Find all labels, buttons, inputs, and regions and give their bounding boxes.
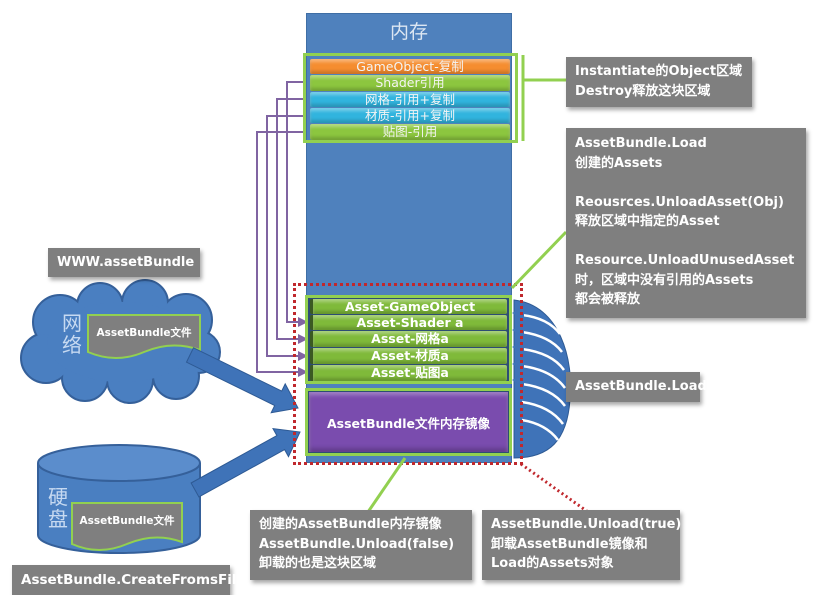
callout-line: Instantiate的Object区域 (575, 64, 743, 79)
callout-line: AssetBundle.Load (575, 136, 707, 151)
callout-line: Reousrces.UnloadAsset(Obj) (575, 194, 784, 210)
callout-line: 卸载AssetBundle镜像和 (491, 536, 648, 552)
network-label-char: 网 (62, 311, 82, 335)
unload-unused-paragraph: Resource.UnloadUnusedAsset 时，区域中没有引用的Ass… (575, 251, 797, 310)
disk-file-doc (71, 502, 183, 551)
unload-true-callout: AssetBundle.Unload(true) 卸载AssetBundle镜像… (482, 510, 682, 580)
object-item-material: 材质-引用+复制 (310, 108, 510, 123)
material-reference-line (266, 115, 310, 357)
mesh-reference-line (276, 98, 310, 340)
disk-label-char: 硬 (48, 485, 68, 509)
disk-label-char: 盘 (48, 507, 68, 531)
callout-line: Destroy释放这块区域 (575, 83, 711, 99)
object-item-shader: Shader引用 (310, 75, 510, 91)
disk-label: 硬 盘 (46, 486, 70, 530)
unload-asset-paragraph: Reousrces.UnloadAsset(Obj) 释放区域中指定的Asset (575, 193, 797, 232)
unload-false-callout: 创建的AssetBundle内存镜像 AssetBundle.Unload(fa… (250, 510, 472, 580)
unload-true-region (293, 283, 523, 465)
object-item-gameobject: GameObject-复制 (310, 59, 510, 74)
callout-line: 都会被释放 (575, 292, 641, 307)
unload-true-connector (520, 462, 589, 514)
disk-file-label: AssetBundle文件 (79, 515, 175, 527)
network-label: 网 络 (60, 312, 84, 356)
callout-line: 创建的AssetBundle内存镜像 (259, 517, 442, 532)
object-item-texture: 贴图-引用 (310, 124, 510, 140)
callout-line: 释放区域中指定的Asset (575, 214, 720, 229)
create-from-file-callout: AssetBundle.CreateFromsFile (12, 565, 246, 595)
bundle-mirror-label: AssetBundle文件内存镜像 (326, 415, 491, 431)
callout-line: AssetBundle.Unload(false) (259, 536, 455, 552)
object-item-mesh: 网格-引用+复制 (310, 92, 510, 107)
network-file-label: AssetBundle文件 (96, 327, 192, 339)
asset-item-gameobject: Asset-GameObject (310, 299, 507, 314)
load-callout: AssetBundle.Load (566, 372, 707, 402)
asset-item-mesh: Asset-网格a (310, 331, 507, 347)
callout-line: 卸载的也是这块区域 (259, 556, 377, 571)
asset-item-material: Asset-材质a (310, 348, 507, 364)
assets-connector (510, 230, 568, 290)
object-region (303, 53, 518, 143)
callout-line: 创建的Assets (575, 155, 663, 171)
network-load-arrow (185, 347, 299, 414)
instantiate-callout: Instantiate的Object区域 Destroy释放这块区域 (566, 57, 752, 107)
bundle-mirror: AssetBundle文件内存镜像 (309, 392, 508, 452)
callout-line: Resource.UnloadUnusedAsset (575, 253, 795, 268)
callout-line: 时，区域中没有引用的Assets (575, 272, 754, 288)
texture-reference-line (256, 131, 310, 373)
mirror-connector (366, 457, 407, 513)
assets-callout: AssetBundle.Load 创建的Assets Reousrces.Unl… (566, 128, 806, 318)
asset-item-texture: Asset-贴图a (310, 365, 507, 381)
reference-connectors (256, 81, 310, 373)
network-label-char: 络 (62, 333, 82, 357)
load-assets-paragraph: AssetBundle.Load 创建的Assets (575, 134, 797, 173)
www-callout: WWW.assetBundle (48, 248, 200, 277)
memory-title: 内存 (389, 21, 428, 43)
asset-item-shader: Asset-Shader a (310, 315, 507, 330)
reference-arrowheads (298, 317, 308, 377)
callout-line: AssetBundle.Unload(true) (491, 517, 682, 532)
callout-line: Load的Assets对象 (491, 556, 614, 571)
